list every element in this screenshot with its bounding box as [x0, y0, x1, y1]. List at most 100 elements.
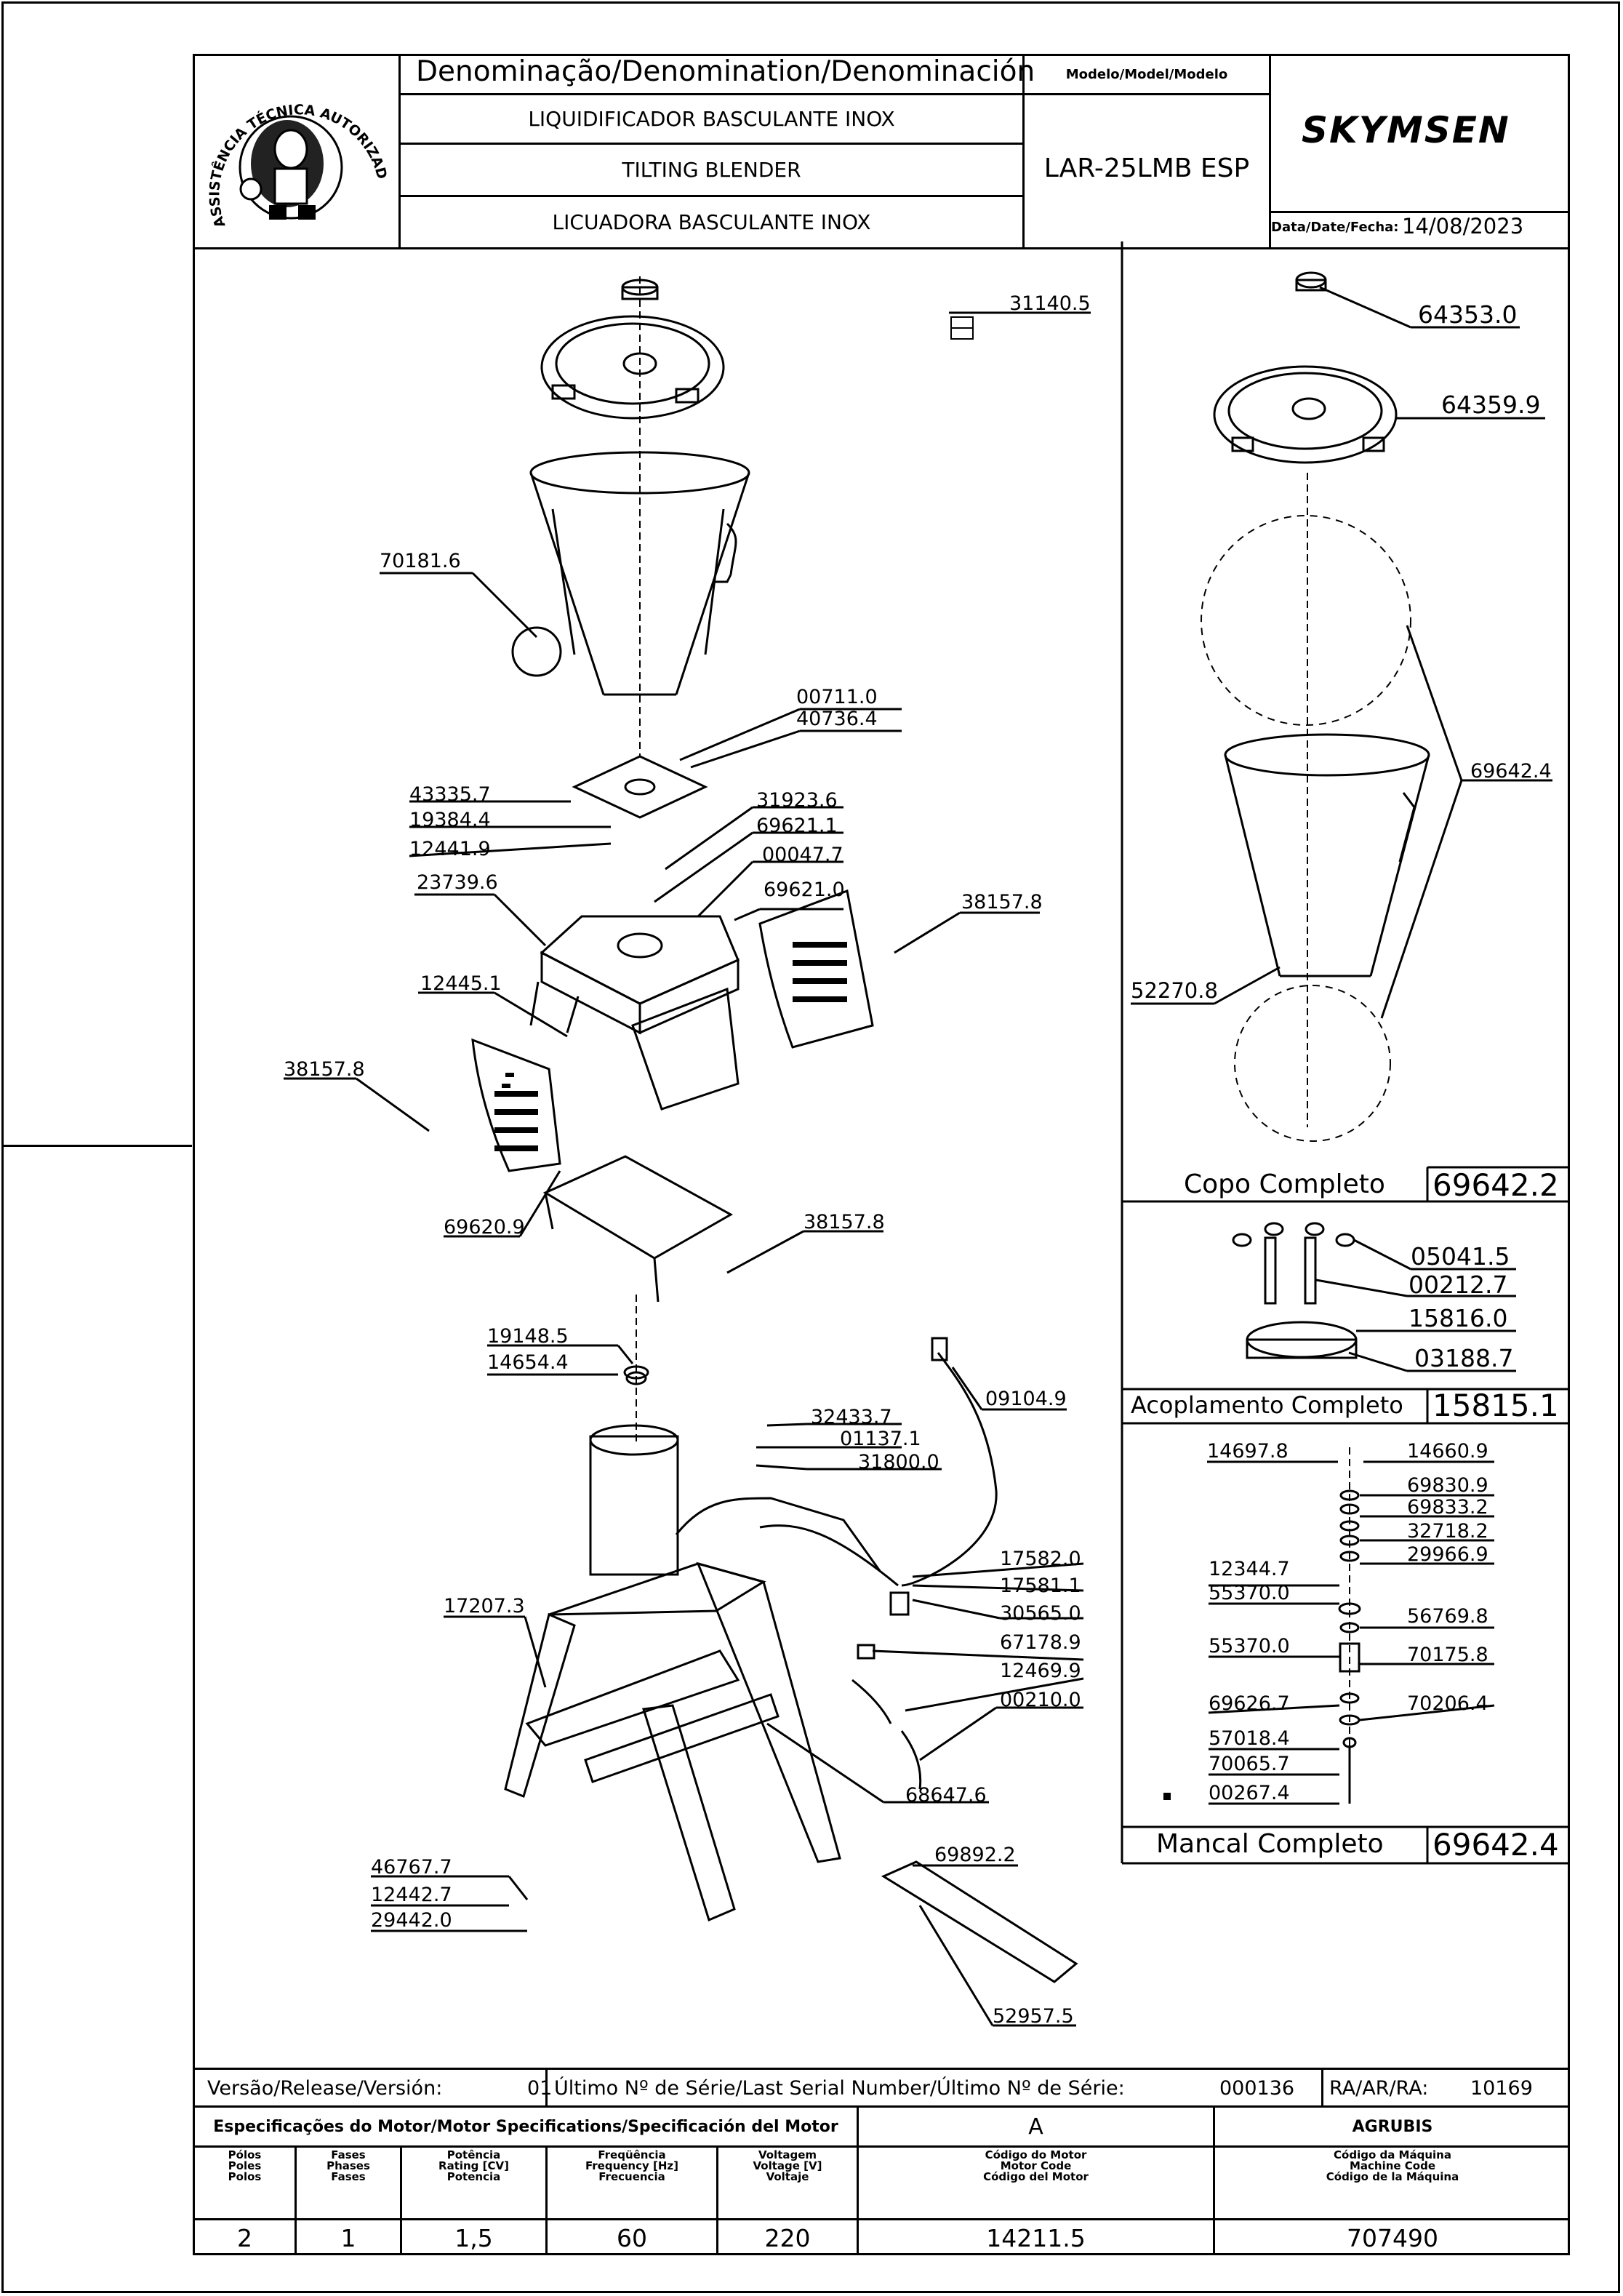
part-label: 70206.4: [1407, 1692, 1488, 1715]
model-label: Modelo/Model/Modelo: [1065, 66, 1228, 82]
part-label: 69621.0: [764, 879, 845, 901]
poles-value: 2: [237, 2223, 252, 2252]
mancal-title: Mancal Completo: [1156, 1829, 1384, 1859]
part-label: 70065.7: [1209, 1753, 1290, 1775]
machine-group: AGRUBIS: [1352, 2117, 1433, 2136]
brand-logo: SKYMSEN: [1302, 109, 1510, 151]
ra-label: RA/AR/RA:: [1329, 2077, 1429, 2100]
version-label: Versão/Release/Versión:: [207, 2077, 443, 2100]
part-label: 12344.7: [1209, 1558, 1290, 1580]
part-label: 40736.4: [796, 708, 878, 730]
part-label: 69621.1: [756, 815, 838, 837]
part-label: 19148.5: [487, 1325, 569, 1348]
motor-code-label: Código do Motor Motor Code Código del Mo…: [983, 2148, 1089, 2183]
part-label: 70175.8: [1407, 1644, 1488, 1666]
part-label: 14697.8: [1207, 1440, 1289, 1463]
name-es: LICUADORA BASCULANTE INOX: [552, 210, 871, 234]
part-label: 09104.9: [985, 1388, 1067, 1410]
part-label: 38157.8: [284, 1058, 365, 1081]
part-label: 55370.0: [1209, 1635, 1290, 1657]
part-label: 70181.6: [380, 550, 461, 572]
part-label: 64353.0: [1418, 300, 1518, 329]
date-label: Data/Date/Fecha:: [1271, 220, 1399, 235]
part-label: 17582.0: [1000, 1548, 1081, 1570]
drawing-frame: [193, 54, 1570, 2255]
part-label: 52270.8: [1131, 978, 1218, 1003]
acoplamento-code: 15815.1: [1432, 1388, 1559, 1423]
part-label: 12442.7: [371, 1884, 452, 1906]
part-label: 46767.7: [371, 1856, 452, 1879]
part-label: 30565.0: [1000, 1602, 1081, 1625]
part-label: 32433.7: [811, 1406, 892, 1428]
date-value: 14/08/2023: [1402, 214, 1524, 239]
motor-spec-label: Especificações do Motor/Motor Specificat…: [213, 2117, 838, 2136]
volt-label: Voltagem Voltage [V] Voltaje: [753, 2148, 822, 2183]
copo-title: Copo Completo: [1184, 1169, 1385, 1199]
part-label: 68647.6: [905, 1784, 987, 1807]
version-value: 01: [527, 2077, 553, 2100]
part-label: 57018.4: [1209, 1727, 1290, 1750]
model-value: LAR-25LMB ESP: [1043, 153, 1250, 183]
part-label: 32718.2: [1407, 1520, 1488, 1543]
freq-label: Freqüência Frequency [Hz] Frecuencia: [585, 2148, 678, 2183]
part-label: 69833.2: [1407, 1496, 1488, 1519]
part-label: 17581.1: [1000, 1575, 1081, 1597]
poles-label: Pólos Poles Polos: [228, 2148, 262, 2183]
copo-code: 69642.2: [1432, 1167, 1559, 1203]
machine-code-label: Código da Máquina Machine Code Código de…: [1326, 2148, 1459, 2183]
part-label: 12445.1: [420, 972, 502, 995]
ra-value: 10169: [1470, 2077, 1533, 2100]
part-label: 19384.4: [409, 809, 491, 831]
part-label: 01137.1: [840, 1428, 921, 1450]
part-label: 31140.5: [1009, 292, 1091, 315]
part-label: 64359.9: [1441, 391, 1541, 419]
part-label: 23739.6: [417, 871, 498, 894]
part-label: 12469.9: [1000, 1660, 1081, 1682]
part-label: 03188.7: [1414, 1344, 1514, 1372]
brand-text: SKYMSEN: [1302, 109, 1510, 151]
part-label: 69626.7: [1209, 1692, 1290, 1715]
part-label: 43335.7: [409, 783, 491, 806]
mancal-code: 69642.4: [1432, 1827, 1559, 1863]
left-margin-line: [1, 1145, 192, 1147]
part-label: 31923.6: [756, 789, 838, 812]
phases-value: 1: [340, 2223, 356, 2252]
part-label: 14660.9: [1407, 1440, 1488, 1463]
frequency-value: 60: [617, 2223, 647, 2252]
machine-code-value: 707490: [1347, 2223, 1438, 2252]
part-label: 15816.0: [1408, 1304, 1508, 1332]
name-en: TILTING BLENDER: [622, 158, 801, 182]
part-label: 69830.9: [1407, 1474, 1488, 1497]
part-label: 00267.4: [1209, 1782, 1290, 1804]
part-label: 69892.2: [934, 1844, 1016, 1866]
part-label: 00047.7: [762, 844, 843, 866]
part-label: 55370.0: [1209, 1582, 1290, 1604]
serial-value: 000136: [1219, 2077, 1295, 2100]
part-label: 29966.9: [1407, 1543, 1488, 1566]
phases-label: Fases Phases Fases: [326, 2148, 370, 2183]
part-label: 67178.9: [1000, 1631, 1081, 1654]
part-label: 17207.3: [444, 1595, 525, 1617]
part-label: 56769.8: [1407, 1605, 1488, 1628]
part-label: 38157.8: [804, 1211, 885, 1233]
motor-code-value: 14211.5: [986, 2223, 1086, 2252]
part-label: 05041.5: [1411, 1242, 1510, 1271]
part-label: 69642.4: [1470, 760, 1552, 783]
part-label: 14654.4: [487, 1351, 569, 1374]
part-label: 00210.0: [1000, 1689, 1081, 1711]
power-value: 1,5: [454, 2223, 493, 2252]
part-label: 29442.0: [371, 1909, 452, 1932]
part-label: 31800.0: [858, 1451, 939, 1473]
name-pt: LIQUIDIFICADOR BASCULANTE INOX: [528, 107, 895, 131]
acoplamento-title: Acoplamento Completo: [1131, 1391, 1403, 1419]
part-label: 52957.5: [993, 2005, 1074, 2028]
part-label: 12441.9: [409, 838, 491, 860]
part-label: 00212.7: [1408, 1271, 1508, 1299]
motor-letter: A: [1028, 2113, 1043, 2140]
voltage-value: 220: [764, 2223, 811, 2252]
denomination-label: Denominação/Denomination/Denominación: [416, 55, 1035, 88]
serial-label: Último Nº de Série/Last Serial Number/Úl…: [554, 2077, 1125, 2100]
part-label: 69620.9: [444, 1216, 525, 1239]
power-label: Potência Rating [CV] Potencia: [438, 2148, 509, 2183]
